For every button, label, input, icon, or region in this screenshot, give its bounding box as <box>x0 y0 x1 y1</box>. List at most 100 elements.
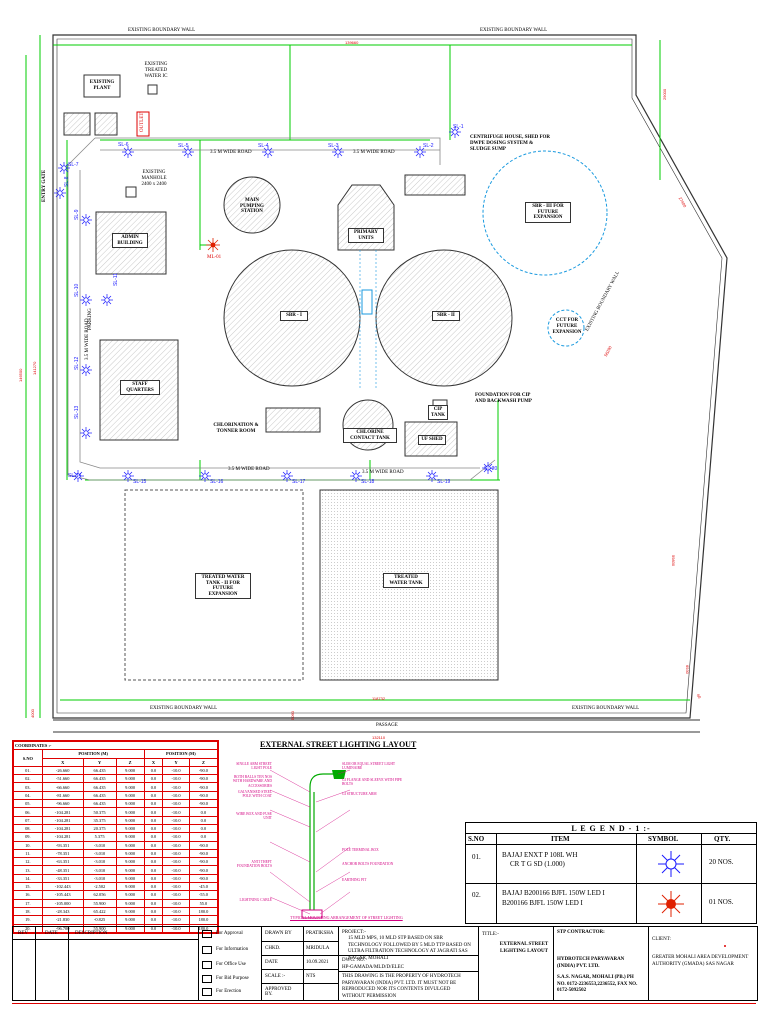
tb-drawn-by: DRAWN BY <box>265 931 292 936</box>
tb-date: DATE <box>45 931 58 936</box>
coordinate-cell: 0.0 <box>143 782 164 792</box>
coordinate-cell: 0.0 <box>188 807 219 817</box>
coordinate-cell: 0.0 <box>143 799 164 809</box>
coordinate-cell: 0.0 <box>143 815 164 825</box>
sbr-3-future <box>482 150 608 276</box>
staff-quarters-label: STAFF QUARTERS <box>120 380 160 395</box>
outlet-box <box>136 111 150 137</box>
coordinate-cell: -90.0 <box>188 848 219 859</box>
coordinate-cell: 9.000 <box>115 799 145 809</box>
passage-label: PASSAGE <box>376 723 398 728</box>
street-light-8-label: SL-8 <box>64 176 70 187</box>
wall-label-top-right: EXISTING BOUNDARY WALL <box>480 28 548 33</box>
coordinate-cell: 9.000 <box>115 898 145 908</box>
coordinate-cell: -10.0 <box>162 823 190 834</box>
coordinate-cell: 11. <box>13 848 43 859</box>
tb-for-information: For Information <box>216 947 249 952</box>
coordinate-cell: 17. <box>13 898 43 908</box>
coordinate-cell: -10.0 <box>162 807 190 817</box>
street-light-20-icon <box>482 462 494 474</box>
coordinate-cell: 0.0 <box>143 790 164 801</box>
coordinate-cell: 0.0 <box>143 807 164 817</box>
coordinate-cell: 9.000 <box>115 840 145 850</box>
information-checkbox[interactable] <box>202 946 212 954</box>
foundation-label: FOUNDATION FOR CIP AND BACKWASH PUMP <box>475 393 532 404</box>
coordinates-table: COORDINATES :- S.NO POSITION (M) POSITIO… <box>12 740 219 934</box>
coordinates-title: COORDINATES :- <box>13 740 218 751</box>
coordinate-cell: -104.281 <box>41 815 84 825</box>
approval-checkbox[interactable] <box>202 930 212 938</box>
tb-title-val: EXTERNAL STREET LIGHTING LAYOUT <box>499 942 549 954</box>
coordinate-cell: -90.0 <box>188 790 219 801</box>
street-light-15-icon <box>122 470 134 482</box>
coordinate-cell: -10.0 <box>162 890 190 900</box>
street-light-10-icon <box>80 294 92 306</box>
col-z1: Z <box>115 757 145 767</box>
coordinate-cell: -3.010 <box>82 873 117 884</box>
coordinate-cell: -3.010 <box>82 848 117 859</box>
sbr-2-label: SBR - II <box>432 311 460 321</box>
uf-shed-label: UF SHED <box>418 435 446 445</box>
coordinate-cell: 50.375 <box>82 807 117 817</box>
coordinate-cell: 55.900 <box>82 898 117 908</box>
coordinate-cell: 66.435 <box>82 774 117 784</box>
boundary-wall <box>52 34 728 719</box>
legend-row-2-item: BAJAJ B200166 BJFL 150W LED I <box>502 889 605 897</box>
led-type-1-icon <box>658 851 684 877</box>
coordinate-cell: -105.443 <box>41 890 84 900</box>
coordinate-cell: 14. <box>13 873 43 884</box>
client-logo-dot <box>724 945 726 947</box>
erection-checkbox[interactable] <box>202 988 212 996</box>
coordinate-cell: -90.0 <box>188 765 219 776</box>
existing-manhole-label: EXISTING MANHOLE 2400 x 2400 <box>141 170 167 187</box>
coordinate-cell: -90.0 <box>188 799 219 809</box>
admin-building-label: ADMIN BUILDING <box>112 233 148 248</box>
coordinate-cell: -48.351 <box>41 865 84 875</box>
existing-tank-2 <box>94 112 118 136</box>
dim-bottom-outer: 132110 <box>372 735 386 740</box>
road-bottom-right: 3.5 M WIDE ROAD <box>362 470 404 475</box>
legend-header-qty: QTY. <box>714 835 731 843</box>
coordinate-cell: 9.000 <box>115 832 145 842</box>
dim-left-inner: 141270 <box>32 361 37 375</box>
street-light-17-icon <box>281 470 293 482</box>
sbr-3-label: SBR - III FOR FUTURE EXPANSION <box>525 202 571 223</box>
street-light-6-icon <box>122 146 134 158</box>
title-block: REV DATE DESCRIPTION For Approval For In… <box>12 926 758 1001</box>
centrifuge-house <box>404 174 466 196</box>
entry-gate-label: ENTRY GATE <box>42 169 47 202</box>
street-light-7-icon <box>58 162 70 174</box>
dim-right-lower: 59830 <box>671 555 676 567</box>
street-light-12-label: SL-12 <box>74 356 80 370</box>
coordinate-cell: 9.000 <box>115 807 145 817</box>
bid-checkbox[interactable] <box>202 975 212 983</box>
office-use-checkbox[interactable] <box>202 961 212 969</box>
dim-left-outer: 146500 <box>18 368 23 382</box>
ml-01-label: ML-01 <box>207 255 222 260</box>
coordinate-cell: -90.0 <box>188 774 219 784</box>
wall-label-bottom-left: EXISTING BOUNDARY WALL <box>150 706 218 711</box>
centrifuge-label: CENTRIFUGE HOUSE, SHED FOR DWPE DOSING S… <box>470 135 551 152</box>
coordinate-cell: -90.0 <box>188 873 219 884</box>
coordinate-cell: 15. <box>13 882 43 892</box>
sbr-channel <box>361 289 373 315</box>
tb-project-text: 15 MLD MPS, 10 MLD STP BASED ON SBR TECH… <box>348 936 471 961</box>
sbr-1-label: SBR - I <box>280 311 308 321</box>
street-light-11-icon <box>101 294 113 306</box>
coordinate-cell: 19. <box>13 915 43 925</box>
coordinate-cell: -78.351 <box>41 848 84 859</box>
detail-title: EXTERNAL STREET LIGHTING LAYOUT <box>260 740 417 749</box>
coordinate-cell: -10.0 <box>162 790 190 801</box>
coordinate-cell: -3.010 <box>82 857 117 867</box>
coordinate-cell: 9.000 <box>115 823 145 834</box>
detail-note-left: LIGHTNING CABLE <box>239 898 272 902</box>
chlorine-contact-label: CHLORINE CONTACT TANK <box>343 428 397 443</box>
col-z2: Z <box>188 757 219 767</box>
coordinate-cell: -10.0 <box>162 799 190 809</box>
existing-treated-water-label: EXISTING TREATED WATER IC <box>144 62 168 79</box>
coordinate-cell: -10.0 <box>162 815 190 825</box>
dim-bottom-inner: 118732 <box>372 696 386 701</box>
